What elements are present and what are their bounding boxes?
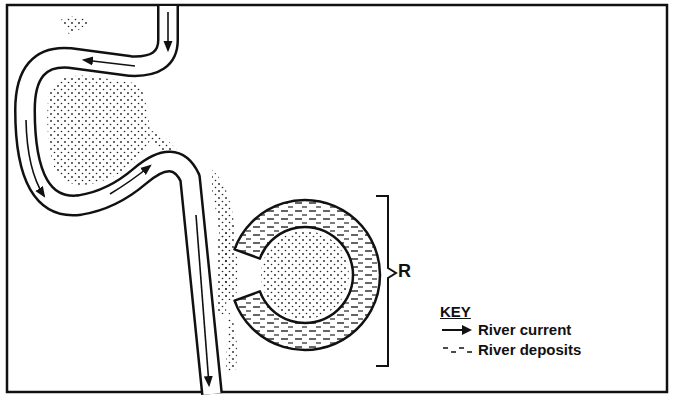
legend-text: River deposits: [478, 342, 581, 359]
arrow-sample: [440, 323, 474, 337]
region-label: R: [398, 262, 411, 282]
legend-heading: KEY: [440, 304, 471, 321]
legend-text: River current: [478, 322, 571, 339]
deposit-sample: [440, 343, 474, 357]
